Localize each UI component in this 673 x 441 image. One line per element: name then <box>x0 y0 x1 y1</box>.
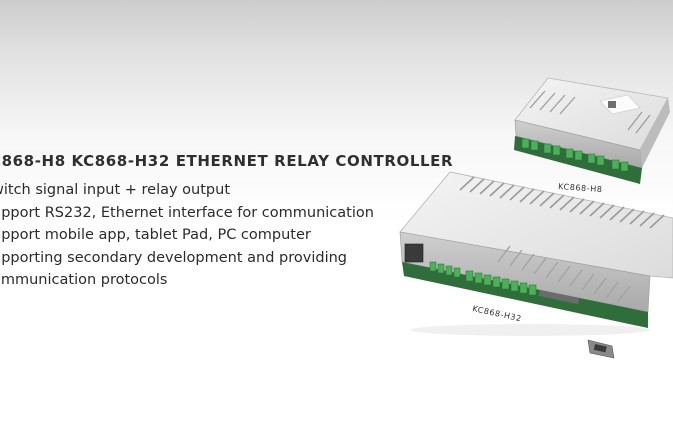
banner-headline: C868-H8 KC868-H32 ETHERNET RELAY CONTROL… <box>0 152 454 170</box>
kc868-h32-device: KC868-H32 <box>399 171 673 359</box>
feature-item: witch signal input + relay output <box>0 182 231 198</box>
product-image: KC868-H8 <box>399 77 673 359</box>
feature-list: witch signal input + relay output upport… <box>0 179 374 292</box>
feature-item: upport RS232, Ethernet interface for com… <box>0 204 374 221</box>
kc868-h8-label: KC868-H8 <box>558 182 603 194</box>
feature-item: ommunication protocols <box>0 272 168 289</box>
kc868-h8-device: KC868-H8 <box>514 77 670 194</box>
feature-item: upport mobile app, tablet Pad, PC comput… <box>0 227 311 244</box>
kc868-h32-label: KC868-H32 <box>472 304 523 323</box>
feature-item: upporting secondary development and prov… <box>0 249 348 266</box>
